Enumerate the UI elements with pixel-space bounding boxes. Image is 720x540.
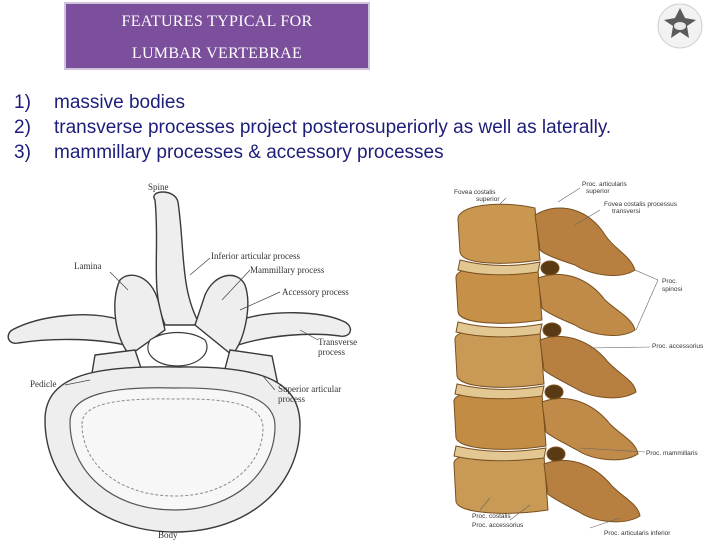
label-transverse-process-line2: process: [318, 347, 345, 357]
label-body: Body: [158, 530, 178, 540]
title-line-2: LUMBAR VERTEBRAE: [131, 45, 303, 62]
list-number: 1): [14, 92, 31, 113]
label-proc-mammillaris: Proc. mammillaris: [646, 450, 698, 457]
label-proc-spinosi-line2: spinosi: [662, 286, 683, 293]
label-proc-spinosi-line1: Proc.: [662, 278, 678, 285]
lumbar-vertebra-superior-view: [7, 191, 352, 533]
label-proc-articularis-superior-line2: superior: [586, 188, 610, 195]
list-item: 2) transverse processes project posterosu…: [14, 115, 611, 140]
label-proc-costalis: Proc. costalis: [472, 513, 511, 520]
list-number: 2): [14, 117, 31, 138]
label-fovea-costalis-processus-line2: transversi: [612, 208, 641, 215]
list-number: 3): [14, 142, 31, 163]
label-spine: Spine: [148, 182, 169, 192]
label-fovea-costalis-superior-line1: Fovea costalis: [454, 189, 496, 196]
list-text: mammillary processes & accessory process…: [54, 142, 444, 163]
label-transverse-process-line1: Transverse: [318, 337, 358, 347]
label-pedicle: Pedicle: [30, 379, 57, 389]
lumbar-column-lateral-view: [453, 187, 659, 529]
label-superior-articular-line2: process: [278, 394, 305, 404]
label-superior-articular-line1: Superior articular: [278, 384, 342, 394]
label-proc-articularis-inferior: Proc. articularis inferior: [604, 530, 671, 537]
title-line-1: FEATURES TYPICAL FOR: [121, 13, 313, 30]
label-lamina: Lamina: [74, 261, 102, 271]
label-proc-articularis-superior-line1: Proc. articularis: [582, 181, 627, 188]
title-box: FEATURES TYPICAL FOR LUMBAR VERTEBRAE: [64, 2, 370, 70]
label-fovea-costalis-superior-line2: superior: [476, 196, 500, 203]
label-proc-accessorius-bottom: Proc. accessorius: [472, 522, 524, 529]
list-text: massive bodies: [54, 92, 185, 113]
list-item: 1) massive bodies: [14, 90, 611, 115]
feature-list: 1) massive bodies 2) transverse processes …: [14, 90, 611, 165]
label-fovea-costalis-processus-line1: Fovea costalis processus: [604, 201, 677, 208]
label-mammillary-process: Mammillary process: [250, 265, 325, 275]
list-item: 3) mammillary processes & accessory proce…: [14, 140, 611, 165]
list-text: transverse processes project posterosupe…: [54, 117, 612, 138]
label-proc-accessorius: Proc. accessorius: [652, 343, 704, 350]
label-accessory-process: Accessory process: [282, 287, 349, 297]
label-inferior-articular-process: Inferior articular process: [211, 251, 300, 261]
vertebra-logo-icon: [657, 3, 703, 49]
